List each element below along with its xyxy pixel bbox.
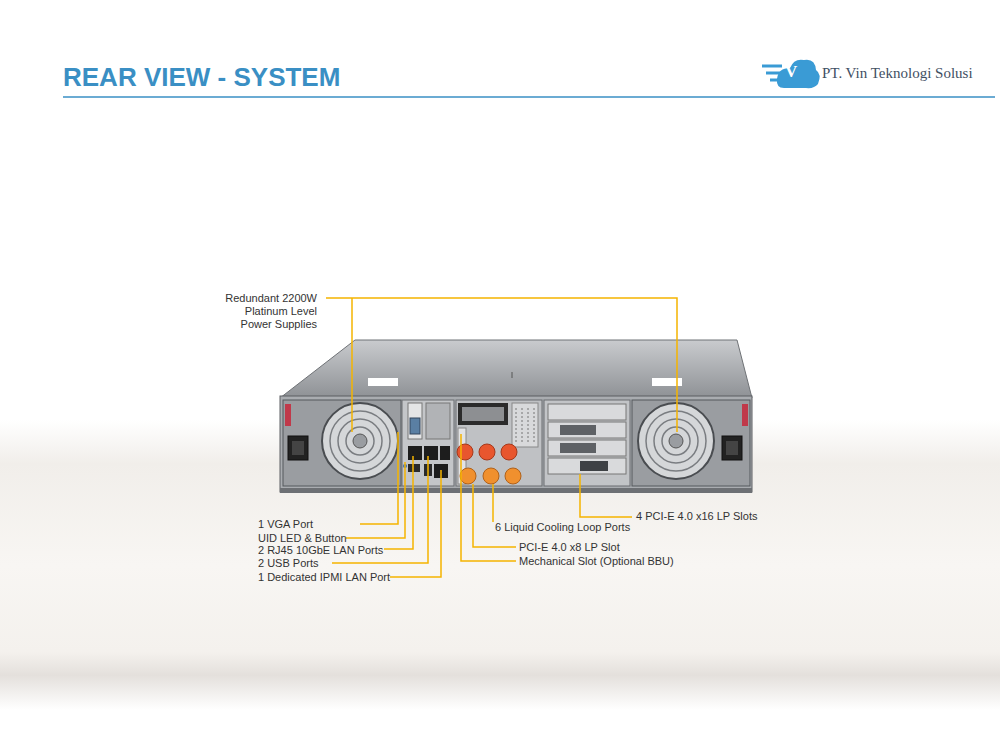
leader-line-part xyxy=(580,474,632,517)
power-supply-part xyxy=(285,404,291,426)
leader-line xyxy=(326,298,677,577)
leader-line-part xyxy=(473,484,516,547)
power-supply-part xyxy=(662,427,690,455)
pcie-slots xyxy=(544,400,630,486)
power-supply-part xyxy=(292,441,304,455)
pcie-slots-part xyxy=(560,443,596,453)
power-supply-part xyxy=(646,411,706,471)
pcie-slots-part xyxy=(548,458,626,474)
liquid-cooling-ports-part xyxy=(505,468,521,484)
io-panel-part xyxy=(408,403,422,439)
liquid-cooling-ports-part xyxy=(460,468,476,484)
liquid-cooling-ports xyxy=(457,444,521,484)
callout-label: 4 PCI-E 4.0 x16 LP Slots xyxy=(636,510,757,523)
io-panel-part xyxy=(424,446,438,460)
company-name: PT. Vin Teknologi Solusi xyxy=(822,64,973,82)
callout-label: 2 RJ45 10GbE LAN Ports xyxy=(258,544,383,557)
server-chassis xyxy=(280,340,752,493)
power-supply-part xyxy=(288,436,308,460)
io-panel-part xyxy=(426,403,450,439)
callout-label: 2 USB Ports xyxy=(258,557,319,570)
power-supply-part xyxy=(742,404,748,426)
callout-label: Mechanical Slot (Optional BBU) xyxy=(519,555,674,568)
liquid-cooling-ports-part xyxy=(457,444,473,460)
power-supply-part xyxy=(346,427,374,455)
title-underline xyxy=(63,97,995,98)
leader-line-part xyxy=(360,432,398,524)
server-chassis-part xyxy=(512,372,513,378)
leader-line-part xyxy=(384,456,413,549)
callout-label: 1 Dedicated IPMI LAN Port xyxy=(258,571,390,584)
io-panel-part xyxy=(410,418,420,434)
power-supply-part xyxy=(322,403,398,479)
liquid-cooling-ports-part xyxy=(501,444,517,460)
callout-label: UID LED & Button xyxy=(258,532,347,545)
leader-line-part xyxy=(461,434,516,561)
mechanical-slot-part xyxy=(522,408,523,442)
power-supply-part xyxy=(330,411,390,471)
leader-line-part xyxy=(351,298,353,432)
pcie-slots-part xyxy=(548,440,626,456)
leader-line-part xyxy=(346,462,405,538)
mechanical-slot-part xyxy=(458,403,508,425)
pcie-slots-part xyxy=(548,422,626,438)
server-chassis-part xyxy=(280,340,752,398)
callout-label: PCI-E 4.0 x8 LP Slot xyxy=(519,541,620,554)
pcie-slots-part xyxy=(548,404,626,420)
mechanical-slot-part xyxy=(516,408,517,442)
power-supply-part xyxy=(726,441,738,455)
logo-icon-part xyxy=(777,60,820,88)
io-panel-part xyxy=(408,446,422,460)
mechanical-slot-part xyxy=(528,408,529,442)
power-supply-part xyxy=(654,419,698,463)
mechanical-slot-part xyxy=(512,403,538,447)
server-chassis-part xyxy=(368,378,398,386)
title-underline-part xyxy=(63,96,995,98)
power-supply-part xyxy=(669,434,683,448)
mechanical-slot xyxy=(456,400,542,486)
logo-icon-part xyxy=(762,65,782,68)
leader-line-part xyxy=(492,484,494,522)
leader-line-part xyxy=(326,298,677,432)
power-supply-part xyxy=(722,436,742,460)
liquid-cooling-ports-part xyxy=(483,468,499,484)
pcie-slots-part xyxy=(560,425,596,435)
io-panel-part xyxy=(440,446,450,460)
callout-label: Redundant 2200W Platinum Level Power Sup… xyxy=(212,292,317,331)
power-supply-part xyxy=(353,434,367,448)
leader-line-part xyxy=(390,470,441,577)
power-supply-part xyxy=(632,400,750,486)
logo-icon xyxy=(762,60,820,88)
page-title: REAR VIEW - SYSTEM xyxy=(63,62,340,93)
pcie-slots-part xyxy=(580,461,608,471)
mechanical-slot-part xyxy=(462,407,504,421)
power-supply-part xyxy=(338,419,382,463)
power-supply xyxy=(283,400,750,486)
mechanical-slot-part xyxy=(534,408,535,442)
server-chassis-part xyxy=(280,488,752,493)
mechanical-slot-part xyxy=(456,400,542,486)
liquid-cooling-ports-part xyxy=(479,444,495,460)
power-supply-part xyxy=(638,403,714,479)
pcie-slots-part xyxy=(544,400,630,486)
callout-label: 6 Liquid Cooling Loop Ports xyxy=(495,521,630,534)
logo-letter: V xyxy=(785,62,797,82)
power-supply-part xyxy=(283,400,401,486)
server-chassis-part xyxy=(280,396,752,492)
callout-label: 1 VGA Port xyxy=(258,518,313,531)
io-panel-part xyxy=(408,464,420,472)
